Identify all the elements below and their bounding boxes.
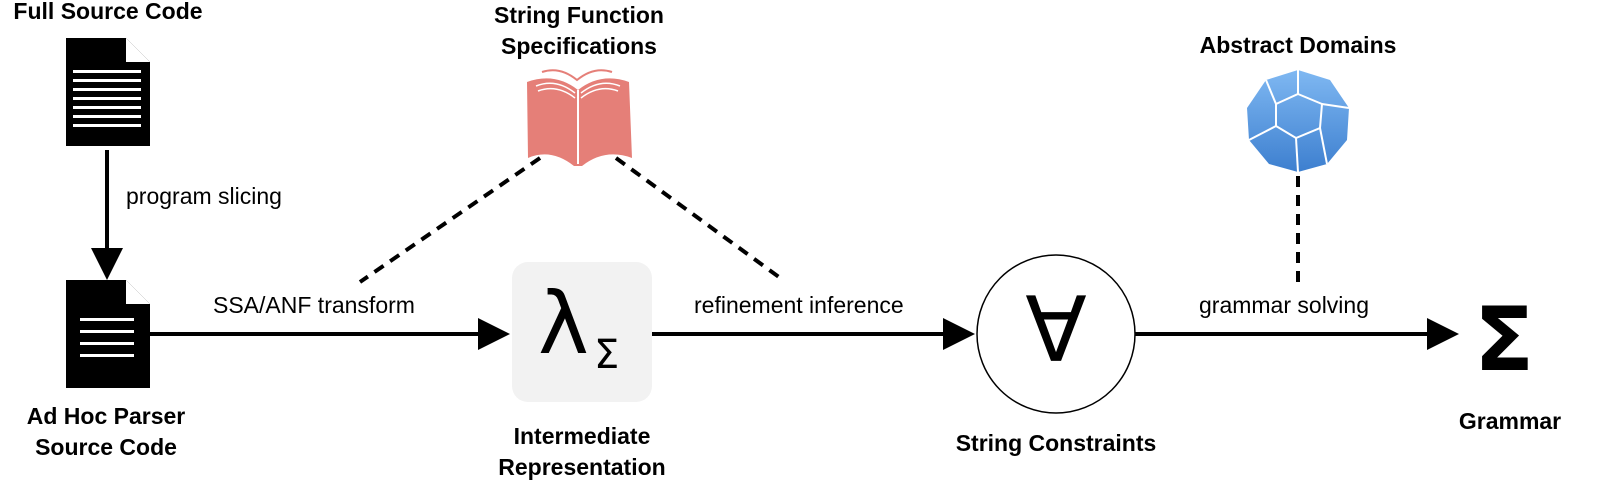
ir-label: Intermediate Representation [472, 421, 692, 483]
adhoc-label: Ad Hoc Parser Source Code [0, 401, 216, 463]
grammar-label: Grammar [1458, 408, 1562, 434]
lambda-subscript: Σ [594, 332, 620, 378]
adhoc-parser-document-icon [66, 280, 150, 388]
slicing-edge-label: program slicing [126, 183, 282, 209]
forall-symbol: ∀ [1025, 278, 1087, 383]
spec-dashed-right [614, 156, 785, 282]
spec-dashed-left [358, 156, 542, 284]
abstract-label: Abstract Domains [1199, 32, 1397, 58]
dodecahedron-icon [1247, 70, 1350, 173]
full-source-document-icon [66, 38, 150, 146]
ssa-edge-label: SSA/ANF transform [213, 292, 415, 318]
refinement-edge-label: refinement inference [694, 292, 904, 318]
sigma-symbol: Σ [1474, 288, 1535, 391]
adhoc-label-line1: Ad Hoc Parser [26, 403, 186, 429]
spec-label: String Function Specifications [469, 0, 689, 62]
spec-label-line1: String Function [494, 2, 664, 28]
solving-edge-label: grammar solving [1199, 292, 1369, 318]
full-source-label: Full Source Code [13, 0, 203, 24]
ir-label-line2: Representation [498, 454, 666, 480]
adhoc-label-line2: Source Code [35, 434, 177, 460]
lambda-symbol: λ [538, 274, 589, 374]
ir-box [512, 262, 652, 402]
ir-label-line1: Intermediate [513, 423, 651, 449]
spec-label-line2: Specifications [501, 33, 657, 59]
constraints-label: String Constraints [955, 430, 1157, 456]
open-book-icon [527, 69, 632, 166]
